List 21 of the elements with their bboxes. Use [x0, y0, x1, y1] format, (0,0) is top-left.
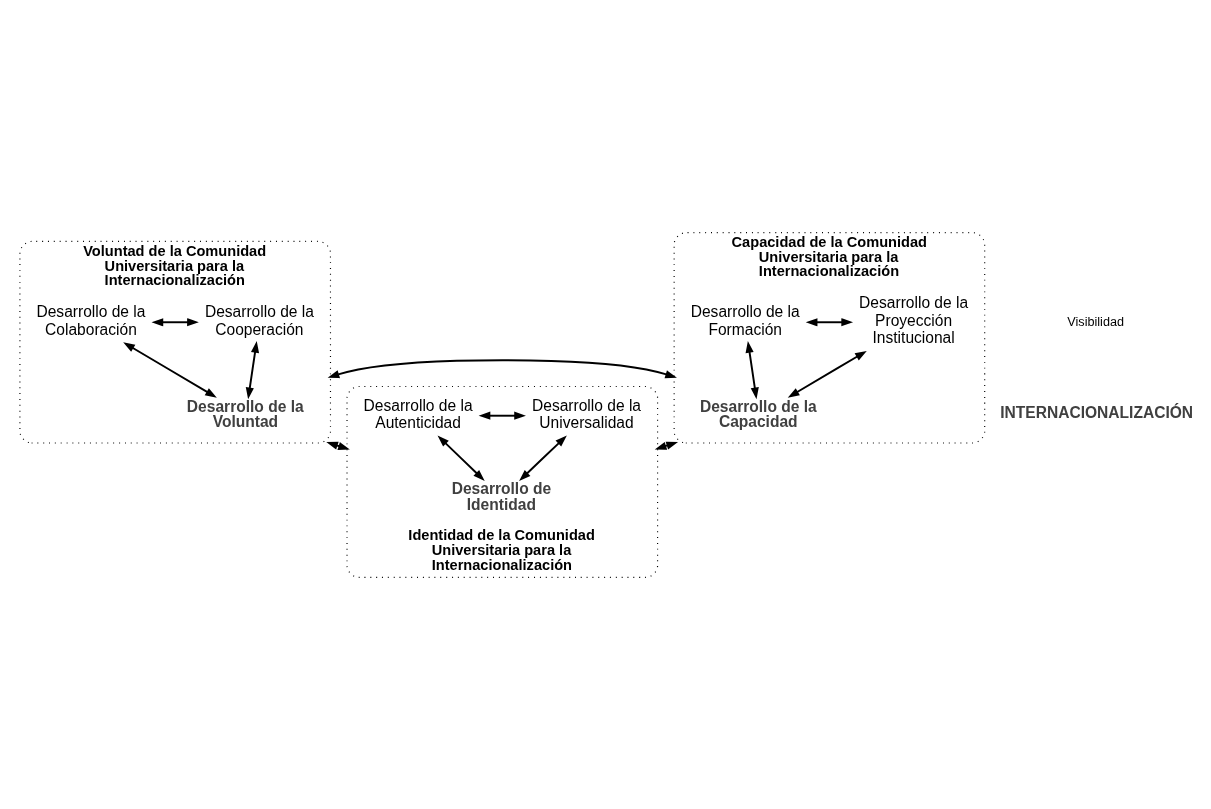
arrow	[478, 411, 526, 420]
node-text: Desarrollo de la Universalidad	[532, 396, 642, 431]
arrow	[123, 341, 217, 398]
arrow	[745, 340, 759, 399]
arrow	[787, 350, 867, 398]
node-text: Desarrollo de la Capacidad	[699, 397, 817, 430]
node-text: Desarrollo de la Formación	[690, 302, 800, 338]
label: INTERNACIONALIZACIÓN	[1000, 403, 1194, 421]
label: Visibilidad	[1067, 314, 1125, 329]
node-text: Desarrollo de la Cooperación	[204, 302, 314, 338]
arrow	[151, 317, 199, 326]
node-text: Desarrollo de la Colaboración	[36, 302, 146, 338]
arrow	[327, 358, 677, 378]
arrow	[519, 434, 567, 481]
node-text: Desarrollo de la Voluntad	[186, 397, 304, 430]
arrow	[437, 434, 485, 481]
node-text: Desarrollo de la Autenticidad	[363, 396, 473, 431]
arrow	[245, 340, 260, 399]
arrow	[805, 317, 854, 326]
node-text: Desarrollo de Identidad	[451, 479, 552, 513]
node-text: Desarrollo de la Proyección Institucional	[859, 293, 969, 346]
